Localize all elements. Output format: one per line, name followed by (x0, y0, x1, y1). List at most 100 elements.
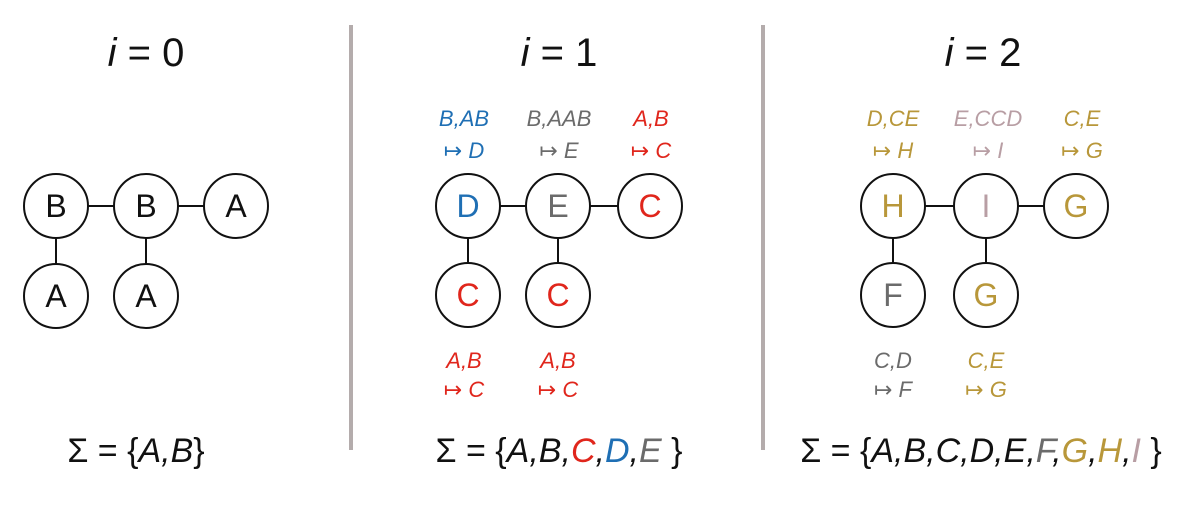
node-circle (953, 262, 1019, 328)
formula-prefix: Σ = { (436, 432, 507, 470)
node-label: G (1064, 188, 1089, 224)
node-circle (617, 173, 683, 239)
node-circle (435, 262, 501, 328)
formula-separator: , (561, 432, 570, 470)
annotation-multiset: B,AB (439, 106, 489, 131)
node-label: A (225, 188, 247, 224)
annotation-new-label: ↦ C (631, 138, 672, 163)
node: G (1043, 173, 1109, 239)
node: D (435, 173, 501, 239)
formula-separator: , (529, 432, 538, 470)
node-circle (23, 173, 89, 239)
relabel-annotation: B,AAB ↦ E (527, 106, 592, 163)
formula-separator: , (161, 432, 170, 470)
node-label: C (546, 277, 569, 313)
formula-symbol: D (605, 432, 630, 470)
formula-prefix: Σ = { (67, 432, 138, 470)
node-circle (860, 173, 926, 239)
graph (467, 205, 618, 263)
annotation-new-label: ↦ C (538, 377, 579, 402)
node-label: I (982, 188, 991, 224)
relabel-annotation: A,B ↦ C (631, 106, 672, 163)
annotation-multiset: A,B (631, 106, 668, 131)
formula-symbol: C (571, 432, 596, 470)
annotation-multiset: E,CCD (954, 106, 1023, 131)
graph (55, 205, 204, 264)
relabel-annotation: A,B ↦ C (444, 348, 485, 402)
node: A (23, 263, 89, 329)
alphabet-formula: Σ = {A,B} (67, 432, 204, 470)
annotation-multiset: C,D (874, 348, 912, 373)
annotation-multiset: D,CE (867, 106, 920, 131)
formula-prefix: Σ = { (800, 432, 871, 470)
relabel-annotation: A,B ↦ C (538, 348, 579, 402)
formula-symbol: B (539, 432, 562, 470)
annotation-new-label: ↦ D (444, 138, 485, 163)
node: B (23, 173, 89, 239)
node: I (953, 173, 1019, 239)
alphabet-formula: Σ = {A,B,C,D,E,F,G,H,I } (800, 432, 1162, 470)
panel-title: i = 1 (521, 31, 598, 75)
annotation-new-label: ↦ G (1061, 138, 1103, 163)
annotation-new-label: ↦ F (874, 377, 914, 402)
title-value: = 0 (117, 31, 185, 75)
formula-separator: , (630, 432, 639, 470)
node: A (113, 263, 179, 329)
node-label: B (135, 188, 156, 224)
node-label: C (638, 188, 661, 224)
node-label: A (135, 278, 157, 314)
annotation-new-label: ↦ C (444, 377, 485, 402)
formula-suffix: } (1141, 432, 1162, 470)
node-label: F (883, 277, 903, 313)
node-label: H (881, 188, 904, 224)
graph (892, 205, 1044, 263)
formula-symbol: E (1004, 432, 1027, 470)
title-variable: i (521, 31, 531, 75)
node-label: C (456, 277, 479, 313)
formula-separator: , (894, 432, 903, 470)
node: C (525, 262, 591, 328)
formula-symbol: H (1098, 432, 1123, 470)
annotation-multiset: A,B (444, 348, 481, 373)
formula-symbol: A (505, 432, 530, 470)
formula-suffix: } (193, 432, 204, 470)
relabel-annotation: B,AB ↦ D (439, 106, 489, 163)
node-circle (953, 173, 1019, 239)
relabel-annotation: C,E ↦ G (1061, 106, 1103, 163)
annotation-multiset: C,E (968, 348, 1005, 373)
formula-separator: , (1026, 432, 1035, 470)
panel-iteration-0: i = 0 B B A A A Σ = {A,B} (23, 31, 269, 470)
formula-symbol: A (136, 432, 161, 470)
annotation-new-label: ↦ G (965, 377, 1007, 402)
title-value: = 2 (954, 31, 1022, 75)
panel-iteration-2: i = 2 D,CE ↦ H E,CCD ↦ I C,E ↦ G H I (800, 31, 1162, 470)
relabel-annotation: C,E ↦ G (965, 348, 1007, 402)
node-circle (525, 173, 591, 239)
relabel-annotation: D,CE ↦ H (867, 106, 920, 163)
annotation-new-label: ↦ E (539, 138, 579, 163)
relabel-annotation: E,CCD ↦ I (954, 106, 1023, 163)
node-circle (203, 173, 269, 239)
node-circle (23, 263, 89, 329)
title-variable: i (108, 31, 118, 75)
annotation-new-label: ↦ I (973, 138, 1004, 163)
formula-symbol: D (970, 432, 995, 470)
annotation-multiset: C,E (1064, 106, 1101, 131)
formula-symbol: G (1062, 432, 1088, 470)
formula-symbol: C (936, 432, 961, 470)
formula-separator: , (1122, 432, 1131, 470)
annotation-new-label: ↦ H (873, 138, 914, 163)
node: B (113, 173, 179, 239)
node: G (953, 262, 1019, 328)
node-circle (1043, 173, 1109, 239)
node-label: B (45, 188, 66, 224)
node-label: A (45, 278, 67, 314)
panel-iteration-1: i = 1 B,AB ↦ D B,AAB ↦ E A,B ↦ C D E (435, 31, 683, 470)
formula-separator: , (926, 432, 935, 470)
annotation-multiset: A,B (538, 348, 575, 373)
node-label: G (974, 277, 999, 313)
panel-title: i = 0 (108, 31, 185, 75)
formula-symbol: I (1132, 432, 1142, 470)
node: C (617, 173, 683, 239)
